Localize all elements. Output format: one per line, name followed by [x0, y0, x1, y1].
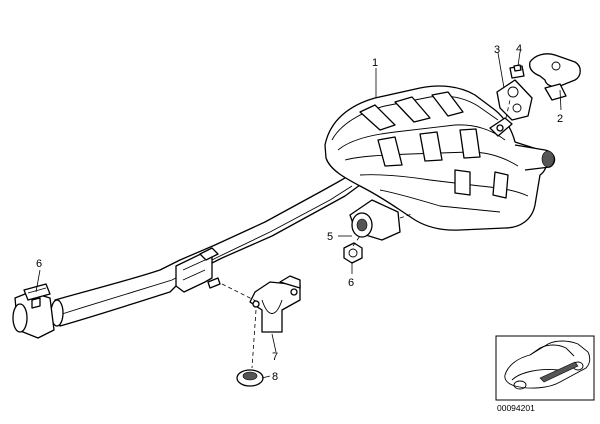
support-bracket[interactable]: [249, 275, 301, 333]
exhaust-hanger[interactable]: [529, 53, 581, 101]
rear-silencer[interactable]: [324, 85, 556, 231]
diagram-code: 00094201: [497, 403, 535, 413]
callout-1: 1: [372, 57, 378, 69]
assembly-lines: [221, 99, 511, 369]
callout-7: 7: [272, 351, 278, 363]
pipe-clamp[interactable]: [12, 283, 55, 339]
bolt[interactable]: [509, 64, 525, 79]
front-flange-connector[interactable]: [349, 199, 401, 241]
callouts: 1 2 3 4 5 6 6 7 8: [36, 43, 563, 383]
callout-6-nut: 6: [348, 277, 354, 289]
car-icon: [504, 340, 591, 390]
rubber-mount-bracket[interactable]: [496, 79, 533, 121]
leader-lines: [35, 51, 562, 379]
rubber-ring[interactable]: [236, 369, 264, 387]
hex-nut[interactable]: [343, 242, 363, 264]
callout-6-clamp: 6: [36, 258, 42, 270]
callout-5: 5: [327, 231, 333, 243]
saddle-bolt: [207, 277, 221, 289]
vehicle-inset: 00094201: [495, 335, 595, 413]
silencer-mount-bracket: [489, 117, 513, 137]
pipe-bracket-saddle: [175, 247, 219, 293]
callout-8: 8: [272, 371, 278, 383]
callout-3: 3: [494, 44, 500, 56]
callout-2: 2: [557, 113, 563, 125]
intermediate-pipe[interactable]: [50, 174, 361, 327]
callout-4: 4: [516, 43, 522, 55]
